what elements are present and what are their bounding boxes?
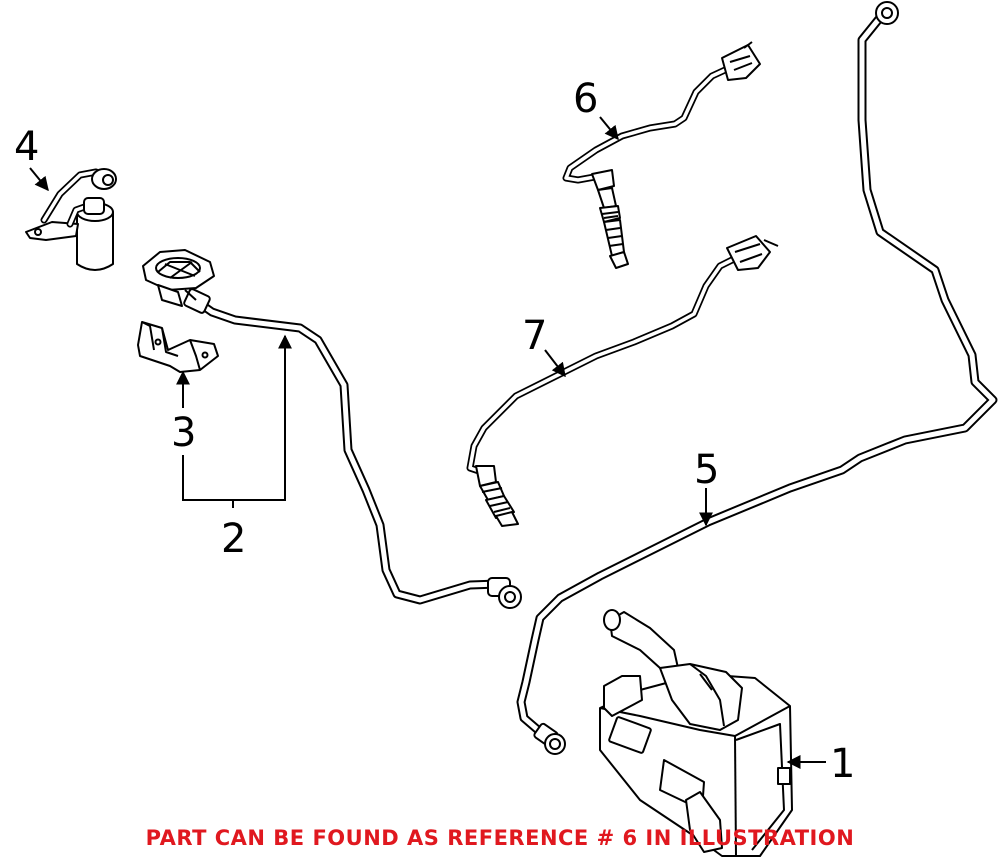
- part-5-vent-tube: [516, 1, 998, 755]
- callout-1: 1: [830, 741, 855, 787]
- reference-caption: PART CAN BE FOUND AS REFERENCE # 6 IN IL…: [145, 826, 855, 850]
- part-4-hose-canister: [25, 168, 117, 271]
- callout-5: 5: [694, 447, 719, 493]
- part-6-oxygen-sensor: [562, 41, 761, 269]
- callout-7: 7: [522, 313, 547, 359]
- part-1-charcoal-canister: [599, 609, 793, 857]
- part-3-bracket: [137, 321, 219, 373]
- part-2-hose: [183, 288, 522, 609]
- leader-lines: [29, 116, 826, 769]
- part-7-oxygen-sensor: [466, 235, 779, 527]
- callout-6: 6: [573, 76, 598, 122]
- callout-3: 3: [171, 410, 196, 456]
- callout-2: 2: [221, 516, 246, 562]
- filler-valve: [142, 249, 215, 307]
- callout-4: 4: [14, 124, 39, 170]
